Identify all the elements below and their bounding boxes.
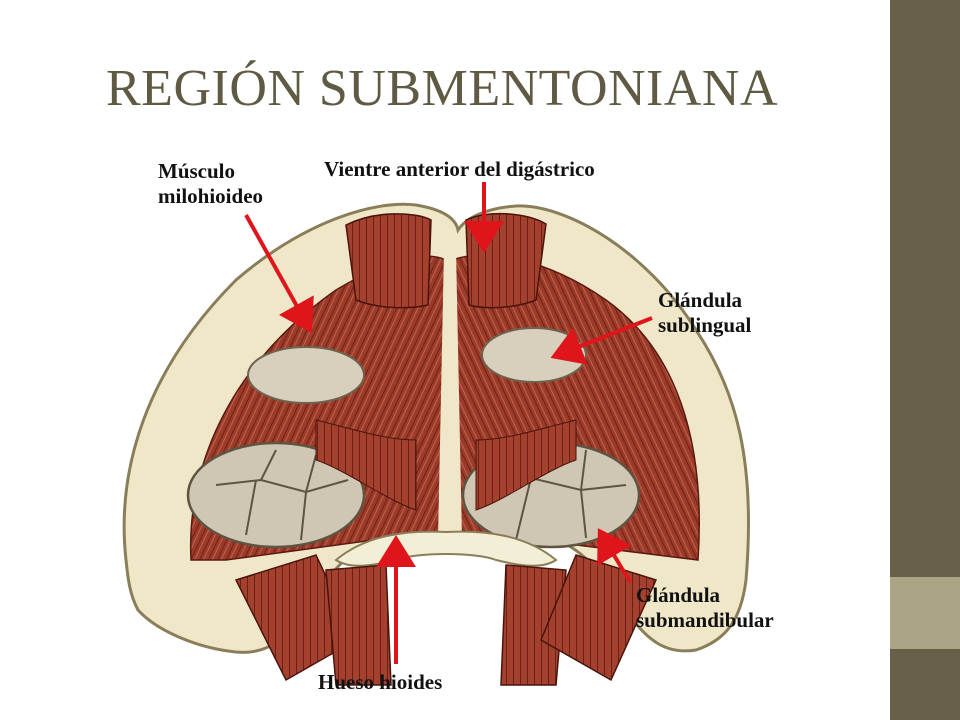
digastric-anterior-belly-left bbox=[345, 213, 432, 309]
posterior-muscle-left-2 bbox=[325, 564, 392, 686]
sidebar-bar-top bbox=[890, 0, 960, 577]
arrow-musculo-milohioideo bbox=[244, 214, 314, 333]
median-raphe bbox=[438, 250, 462, 540]
sidebar-bar-accent bbox=[890, 577, 960, 649]
label-sublingual-line2: sublingual bbox=[658, 313, 752, 337]
arrow-glandula-submandibular bbox=[597, 528, 632, 584]
label-vientre-digastrico: Vientre anterior del digástrico bbox=[324, 157, 595, 181]
label-musculo-line1: Músculo bbox=[158, 159, 235, 183]
slide-title: REGIÓN SUBMENTONIANA bbox=[106, 60, 779, 117]
label-hueso-hioides: Hueso hioides bbox=[318, 670, 442, 694]
posterior-muscle-right-1 bbox=[500, 564, 567, 686]
posterior-muscle-right-2 bbox=[540, 554, 658, 682]
label-submandibular-line1: Glándula bbox=[636, 583, 721, 607]
arrow-glandula-sublingual bbox=[550, 316, 653, 365]
anatomy-figure: Músculo milohioideo Vientre anterior del… bbox=[86, 140, 830, 696]
digastric-tendon-center bbox=[315, 419, 417, 511]
anatomy-illustration: Músculo milohioideo Vientre anterior del… bbox=[122, 157, 774, 694]
label-musculo-line2: milohioideo bbox=[158, 184, 263, 208]
sublingual-gland-right bbox=[481, 327, 587, 383]
label-sublingual-line1: Glándula bbox=[658, 288, 743, 312]
sidebar-bar-bottom bbox=[890, 649, 960, 720]
submandibular-gland-left bbox=[186, 441, 366, 549]
digastric-tendon-center-right bbox=[475, 419, 577, 511]
digastric-anterior-belly-right bbox=[465, 212, 547, 309]
sublingual-gland-left bbox=[247, 346, 365, 404]
label-submandibular-line2: submandibular bbox=[636, 608, 774, 632]
